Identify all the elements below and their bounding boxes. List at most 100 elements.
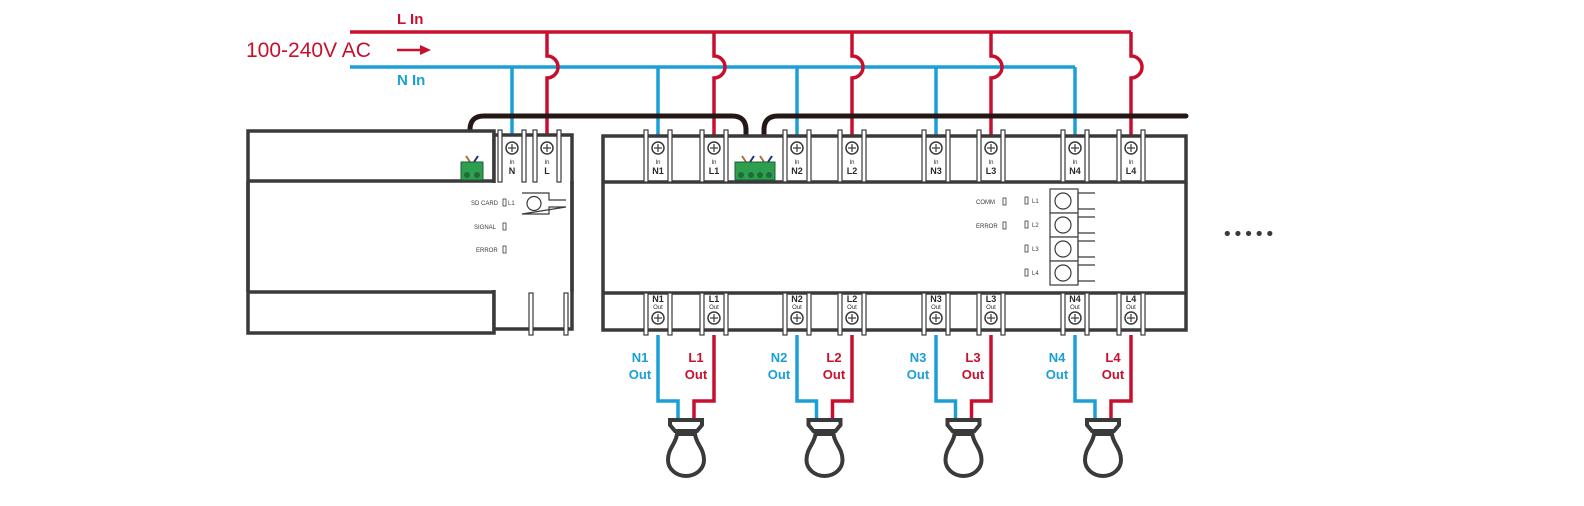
line-out-label: L1 [688, 350, 703, 365]
terminal-in-label: In [509, 160, 514, 166]
neutral-in-label: N In [397, 72, 425, 89]
terminal-name: N3 [930, 294, 942, 304]
terminal-in-label: In [544, 160, 549, 166]
terminal-in-label: In [794, 160, 799, 166]
relay-indicators: COMM ERROR [976, 197, 1007, 230]
line-out-label: L3 [965, 350, 980, 365]
terminal-out-label: Out [709, 305, 719, 311]
neutral-out-wire [656, 335, 680, 420]
terminal-name: N1 [652, 294, 664, 304]
gateway-connector [460, 155, 484, 181]
terminal-name: L1 [709, 294, 720, 304]
terminal-name: N2 [791, 166, 803, 176]
light-bulb-icon [1082, 418, 1124, 478]
line-out-label: L2 [826, 350, 841, 365]
terminal-name: L2 [847, 166, 858, 176]
channel-button-l2[interactable]: L2 [1024, 212, 1095, 238]
neutral-out-suffix: Out [907, 367, 930, 382]
comm-indicator-label: COMM [976, 200, 995, 206]
channel-button-l4[interactable]: L4 [1024, 260, 1095, 286]
terminal-name: L4 [1126, 166, 1137, 176]
communication-cable [467, 113, 1189, 165]
line-out-wire [969, 335, 993, 420]
terminal-out-label: Out [847, 305, 857, 311]
line-in-label: L In [397, 11, 423, 28]
terminal-name: N4 [1069, 166, 1081, 176]
line-out-suffix: Out [1102, 367, 1125, 382]
terminal-out-label: Out [1070, 305, 1080, 311]
neutral-out-suffix: Out [768, 367, 791, 382]
terminal-out-label: Out [792, 305, 802, 311]
arrow-right-icon [397, 45, 431, 55]
relay-connector [734, 155, 776, 181]
light-bulb-icon [804, 418, 845, 478]
terminal-name: L3 [986, 166, 997, 176]
line-drop-wire [712, 32, 727, 138]
line-drop-wire [1129, 32, 1144, 138]
terminal-name: L1 [709, 166, 720, 176]
neutral-out-label: N1 [632, 350, 649, 365]
terminal-out-label: Out [931, 305, 941, 311]
line-drop-wire [850, 32, 865, 138]
line-out-suffix: Out [823, 367, 846, 382]
terminal-name: N4 [1069, 294, 1081, 304]
channel-button-l3[interactable]: L3 [1024, 236, 1095, 262]
line-drop-wire [545, 32, 560, 138]
input-terminal[interactable]: InN [497, 129, 527, 183]
relay-module [601, 134, 1188, 332]
supply-bus [350, 30, 1144, 138]
gateway-l1-button[interactable] [521, 192, 567, 215]
light-bulb-icon [943, 418, 984, 478]
voltage-label: 100-240V AC [246, 39, 371, 62]
input-terminal[interactable]: InL [532, 129, 562, 183]
terminal-in-label: In [711, 160, 716, 166]
neutral-out-suffix: Out [1046, 367, 1069, 382]
relay-error-indicator-label: ERROR [976, 224, 998, 230]
terminal-name: L [544, 166, 550, 176]
terminal-name: L2 [847, 294, 858, 304]
neutral-out-label: N4 [1049, 350, 1066, 365]
error-indicator-label: ERROR [476, 248, 498, 254]
terminal-in-label: In [1128, 160, 1133, 166]
channel-label: L3 [1032, 247, 1039, 253]
neutral-out-wire [1073, 335, 1097, 420]
line-out-label: L4 [1105, 350, 1121, 365]
terminal-name: N2 [791, 294, 803, 304]
terminal-out-label: Out [1126, 305, 1136, 311]
channel-label: L1 [1032, 199, 1039, 205]
neutral-out-wire [795, 335, 819, 420]
terminal-name: L4 [1126, 294, 1137, 304]
continuation-dots: ••••• [1222, 224, 1275, 245]
line-out-wire [830, 335, 854, 420]
line-out-suffix: Out [962, 367, 985, 382]
neutral-out-wire [934, 335, 958, 420]
terminal-out-label: Out [986, 305, 996, 311]
neutral-out-suffix: Out [629, 367, 652, 382]
terminal-in-label: In [988, 160, 993, 166]
terminal-name: N3 [930, 166, 942, 176]
line-out-wire [1109, 335, 1133, 420]
gateway-button-label: L1 [508, 201, 515, 207]
